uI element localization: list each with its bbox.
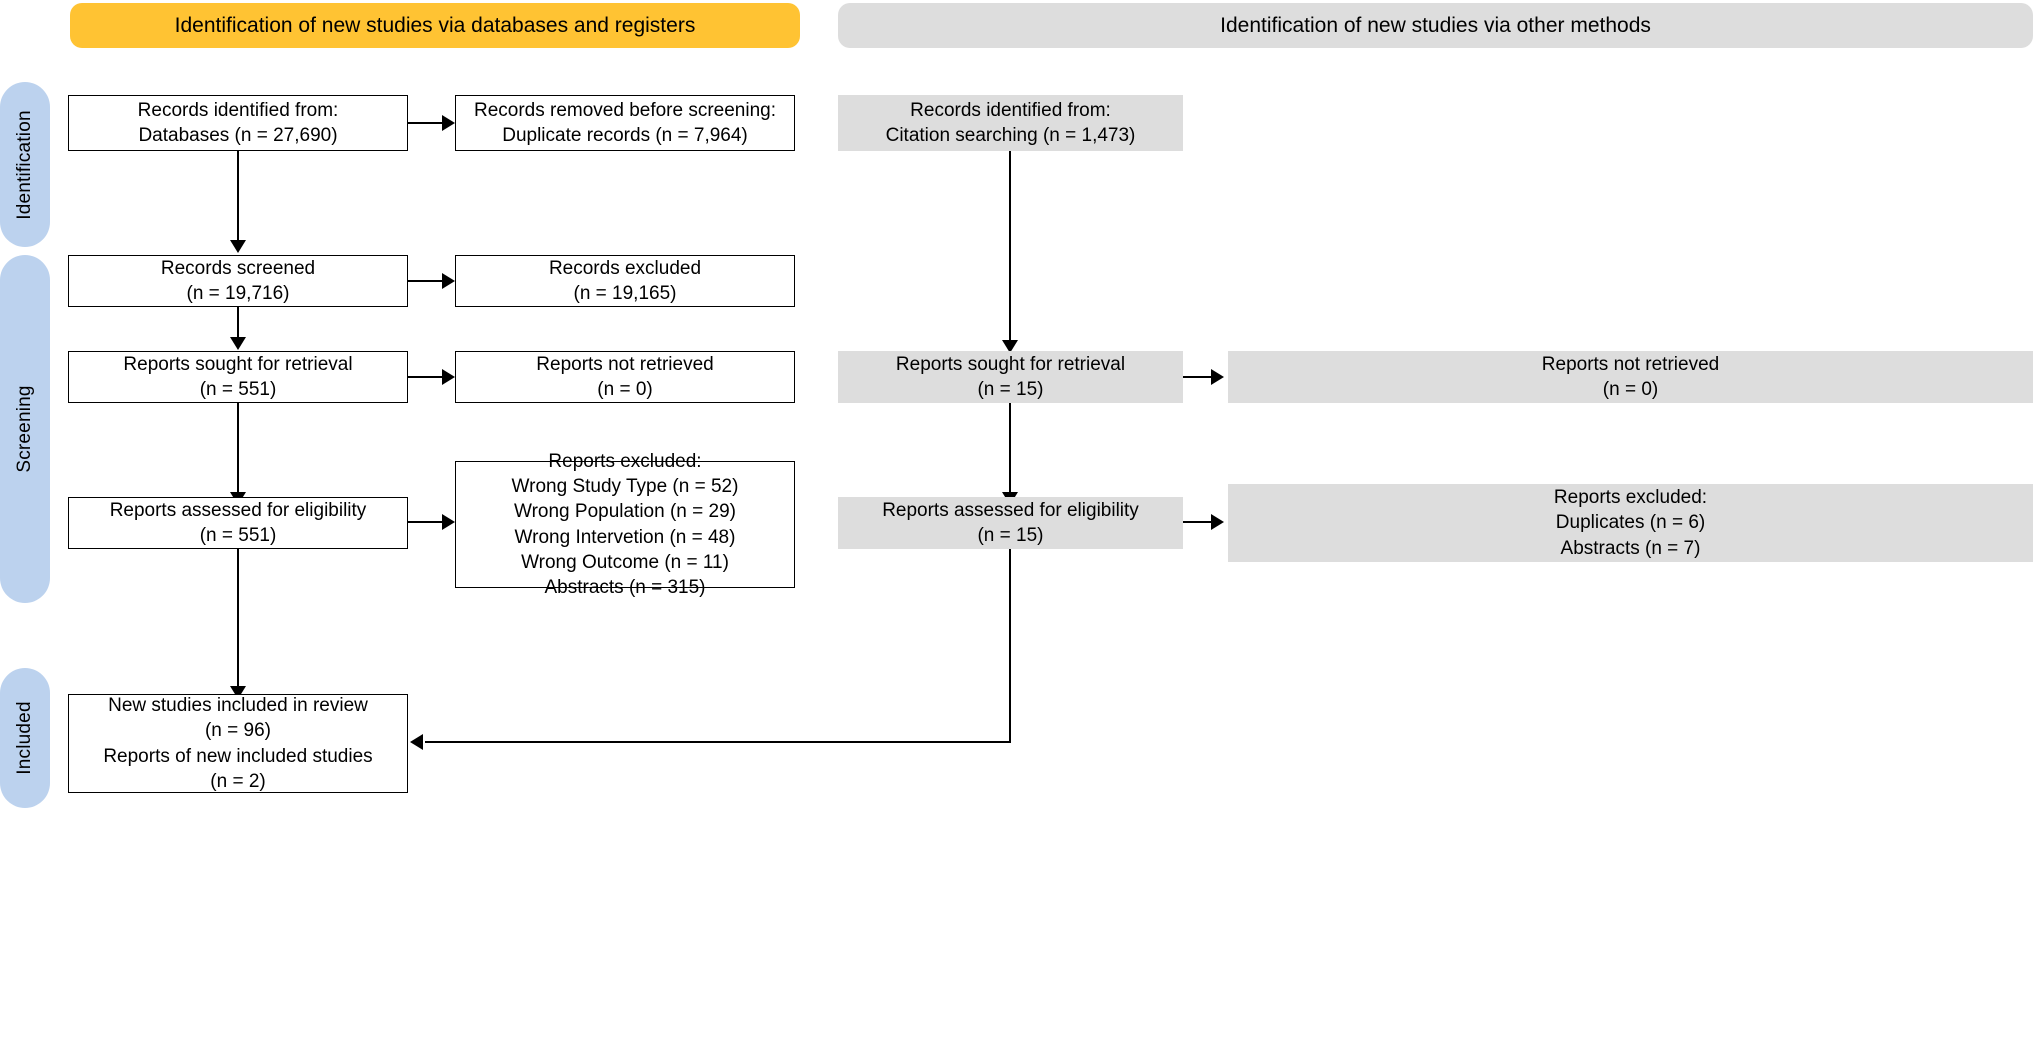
box-line: (n = 19,165) <box>573 283 677 304</box>
connector-sought-to-assessed-other <box>1009 403 1011 495</box>
connector-sought-to-not-retrieved-other <box>1183 376 1215 378</box>
box-reports-excluded-other: Reports excluded: Duplicates (n = 6) Abs… <box>1228 484 2033 562</box>
arrow-head-sought-to-not-retrieved-icon <box>442 369 455 385</box>
box-line: Databases (n = 27,690) <box>138 125 338 146</box>
connector-other-to-included-horizontal <box>425 741 1011 743</box>
box-line: Duplicates (n = 6) <box>1555 512 1706 534</box>
box-line: Abstracts (n = 315) <box>544 576 706 598</box>
box-line: (n = 19,716) <box>186 283 290 304</box>
stage-pill-included: Included <box>0 668 50 808</box>
box-line: Reports assessed for eligibility <box>109 499 367 521</box>
connector-screened-to-sought <box>237 307 239 340</box>
box-line: (n = 2) <box>210 770 266 792</box>
arrow-head-assessed-to-reports-excluded-other-icon <box>1211 514 1224 530</box>
connector-assessed-to-reports-excluded <box>408 521 446 523</box>
box-line: Reports of new included studies <box>103 745 373 767</box>
arrow-head-assessed-to-reports-excluded-icon <box>442 514 455 530</box>
banner-other-methods-label: Identification of new studies via other … <box>1220 13 1651 37</box>
connector-sought-to-not-retrieved <box>408 376 446 378</box>
box-line: (n = 551) <box>199 379 277 400</box>
box-line: Wrong Study Type (n = 52) <box>511 476 739 498</box>
connector-identified-to-removed <box>408 122 446 124</box>
box-line: Records screened <box>160 257 316 279</box>
box-line: Reports assessed for eligibility <box>882 499 1139 521</box>
box-line: (n = 0) <box>1602 379 1659 400</box>
box-records-identified-citation-searching: Records identified from: Citation search… <box>838 95 1183 151</box>
box-line: Reports not retrieved <box>536 353 714 375</box>
stage-pill-screening: Screening <box>0 255 50 603</box>
box-records-screened: Records screened (n = 19,716) <box>68 255 408 307</box>
box-reports-not-retrieved: Reports not retrieved (n = 0) <box>455 351 795 403</box>
box-line: Reports not retrieved <box>1541 353 1720 375</box>
box-line: Reports excluded: <box>548 451 702 473</box>
stage-label-identification: Identification <box>14 109 35 220</box>
arrow-head-screened-to-records-excluded-icon <box>442 273 455 289</box>
box-reports-sought-for-retrieval-other: Reports sought for retrieval (n = 15) <box>838 351 1183 403</box>
box-line: Records identified from: <box>910 99 1111 121</box>
box-line: Reports sought for retrieval <box>895 353 1126 375</box>
box-line: New studies included in review <box>108 695 368 717</box>
connector-assessed-to-reports-excluded-other <box>1183 521 1215 523</box>
connector-citation-to-sought <box>1009 151 1011 343</box>
connector-sought-to-assessed <box>237 403 239 495</box>
arrow-head-screened-to-sought-icon <box>230 337 246 350</box>
banner-databases-label: Identification of new studies via databa… <box>174 13 696 37</box>
box-records-excluded: Records excluded (n = 19,165) <box>455 255 795 307</box>
box-line: Reports sought for retrieval <box>123 353 353 375</box>
box-reports-excluded-detail: Reports excluded: Wrong Study Type (n = … <box>455 451 795 598</box>
stage-label-screening: Screening <box>14 385 35 473</box>
box-line: Reports excluded: <box>1553 487 1708 509</box>
arrow-head-citation-to-sought-icon <box>1002 340 1018 353</box>
box-line: Citation searching (n = 1,473) <box>885 125 1136 146</box>
box-line: Wrong Intervetion (n = 48) <box>514 526 736 548</box>
connector-screened-to-records-excluded <box>408 280 446 282</box>
box-reports-not-retrieved-other: Reports not retrieved (n = 0) <box>1228 351 2033 403</box>
box-new-studies-included: New studies included in review (n = 96) … <box>68 694 408 793</box>
box-line: (n = 551) <box>199 525 277 546</box>
banner-other-methods: Identification of new studies via other … <box>838 3 2033 48</box>
box-line: Records excluded <box>548 257 702 279</box>
box-line: Duplicate records (n = 7,964) <box>502 125 748 146</box>
arrow-head-identified-to-screened-icon <box>230 240 246 253</box>
box-reports-assessed-for-eligibility: Reports assessed for eligibility (n = 55… <box>68 497 408 549</box>
connector-identified-to-screened <box>237 151 239 243</box>
box-line: (n = 15) <box>977 379 1044 400</box>
box-records-identified-databases: Records identified from: Databases (n = … <box>68 95 408 151</box>
box-line: Abstracts (n = 7) <box>1560 537 1701 559</box>
stage-pill-identification: Identification <box>0 82 50 247</box>
arrow-head-other-to-included-icon <box>410 734 423 750</box>
box-reports-sought-for-retrieval: Reports sought for retrieval (n = 551) <box>68 351 408 403</box>
box-line: Records identified from: <box>137 99 339 121</box>
box-line: (n = 15) <box>977 525 1044 546</box>
box-line: (n = 0) <box>597 379 653 400</box>
box-line: Wrong Population (n = 29) <box>514 501 736 523</box>
banner-databases-and-registers: Identification of new studies via databa… <box>70 3 800 48</box>
connector-other-to-included-vertical <box>1009 549 1011 742</box>
connector-assessed-to-included <box>237 549 239 690</box>
box-records-removed-before-screening: Records removed before screening: Duplic… <box>455 95 795 151</box>
box-line: (n = 96) <box>204 720 271 742</box>
box-reports-assessed-for-eligibility-other: Reports assessed for eligibility (n = 15… <box>838 497 1183 549</box>
arrow-head-sought-to-not-retrieved-other-icon <box>1211 369 1224 385</box>
box-line: Wrong Outcome (n = 11) <box>521 551 729 573</box>
stage-label-included: Included <box>14 701 35 775</box>
box-line: Records removed before screening: <box>473 99 777 121</box>
arrow-head-identified-to-removed-icon <box>442 115 455 131</box>
